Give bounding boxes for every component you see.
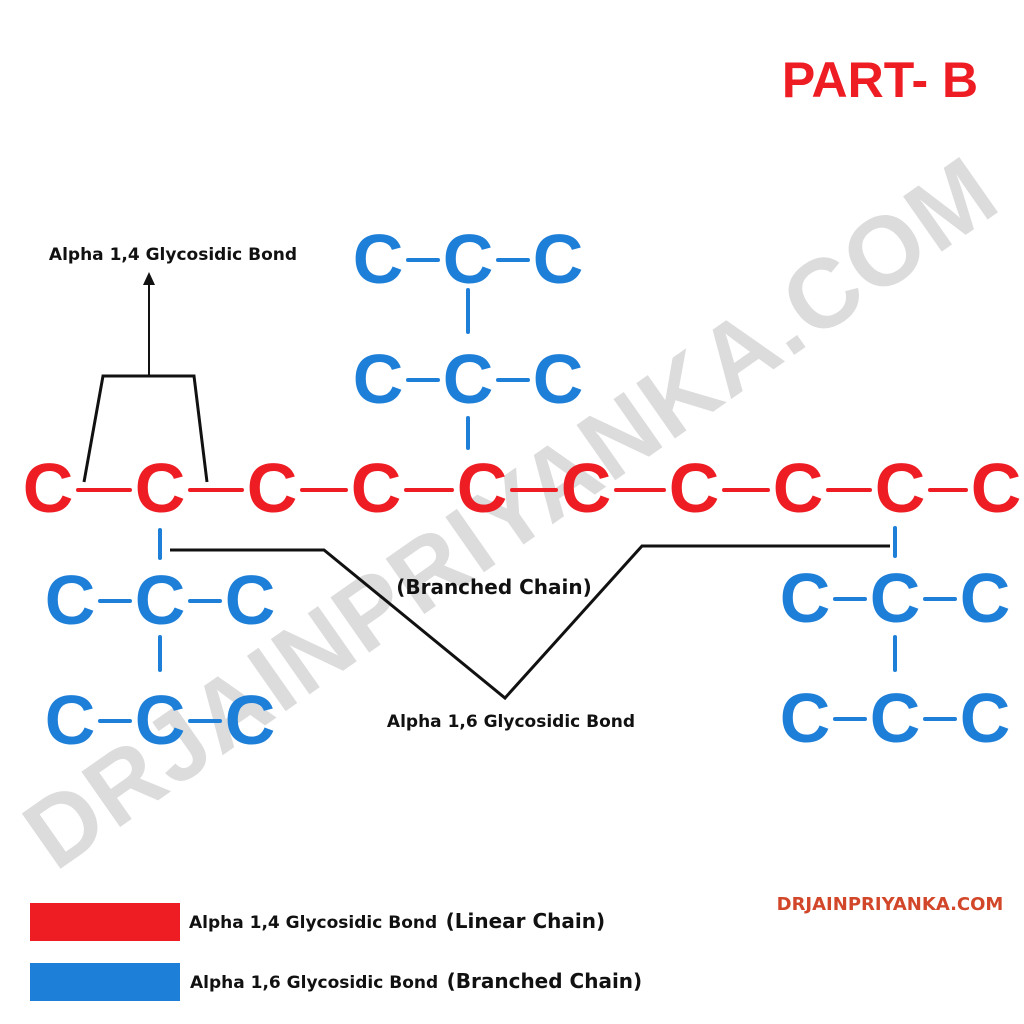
- linear-chain-carbon-5: C: [457, 449, 508, 527]
- legend-suffix: (Branched Chain): [447, 969, 643, 993]
- legend-label: Alpha 1,6 Glycosidic Bond: [190, 973, 438, 993]
- branched-chain-label: (Branched Chain): [396, 575, 592, 599]
- linear-chain-carbon-9: C: [875, 449, 926, 527]
- linear-chain-carbon-10: C: [971, 449, 1022, 527]
- legend: Alpha 1,4 Glycosidic Bond (Linear Chain)…: [30, 903, 642, 1001]
- annotation-lines: [82, 272, 890, 701]
- linear-chain-carbon-6: C: [561, 449, 612, 527]
- arrow-up-icon: [143, 272, 155, 285]
- top-branch-carbon-1-3: C: [533, 220, 584, 298]
- legend-entry-linear: Alpha 1,4 Glycosidic Bond (Linear Chain): [189, 909, 605, 933]
- top-branch-carbon-1-1: C: [353, 220, 404, 298]
- top-branch-carbon-2-3: C: [533, 340, 584, 418]
- alpha-1-6-connector: [170, 544, 890, 701]
- left-branch-carbon-2-3: C: [225, 681, 276, 759]
- site-label: DRJAINPRIYANKA.COM: [777, 894, 1004, 915]
- legend-suffix: (Linear Chain): [446, 909, 606, 933]
- left-branch-carbon-2-2: C: [135, 681, 186, 759]
- top-branch-carbon-2-2: C: [443, 340, 494, 418]
- top-branch-carbon-1-2: C: [443, 220, 494, 298]
- bond-lines: [76, 258, 968, 723]
- part-title: PART- B: [782, 52, 978, 108]
- top-branch-carbon-2-1: C: [353, 340, 404, 418]
- legend-swatch-linear: [30, 903, 180, 941]
- right-branch-carbon-1-3: C: [960, 559, 1011, 637]
- right-branch-carbon-2-2: C: [870, 679, 921, 757]
- left-branch-carbon-1-2: C: [135, 561, 186, 639]
- left-branch-carbon-1-3: C: [225, 561, 276, 639]
- linear-chain-carbon-3: C: [247, 449, 298, 527]
- left-branch-carbon-1-1: C: [45, 561, 96, 639]
- alpha-1-4-bond-label: Alpha 1,4 Glycosidic Bond: [49, 245, 297, 265]
- right-branch-carbon-1-1: C: [780, 559, 831, 637]
- linear-chain-carbon-7: C: [669, 449, 720, 527]
- linear-chain-carbon-8: C: [773, 449, 824, 527]
- right-branch-carbon-2-1: C: [780, 679, 831, 757]
- legend-entry-branched: Alpha 1,6 Glycosidic Bond (Branched Chai…: [190, 969, 642, 993]
- linear-chain-carbon-1: C: [23, 449, 74, 527]
- legend-label: Alpha 1,4 Glycosidic Bond: [189, 913, 437, 933]
- linear-chain-carbon-2: C: [135, 449, 186, 527]
- right-branch-carbon-2-3: C: [960, 679, 1011, 757]
- left-branch-carbon-2-1: C: [45, 681, 96, 759]
- alpha-1-6-bond-label: Alpha 1,6 Glycosidic Bond: [387, 712, 635, 732]
- legend-swatch-branched: [30, 963, 180, 1001]
- right-branch-carbon-1-2: C: [870, 559, 921, 637]
- linear-chain-carbon-4: C: [351, 449, 402, 527]
